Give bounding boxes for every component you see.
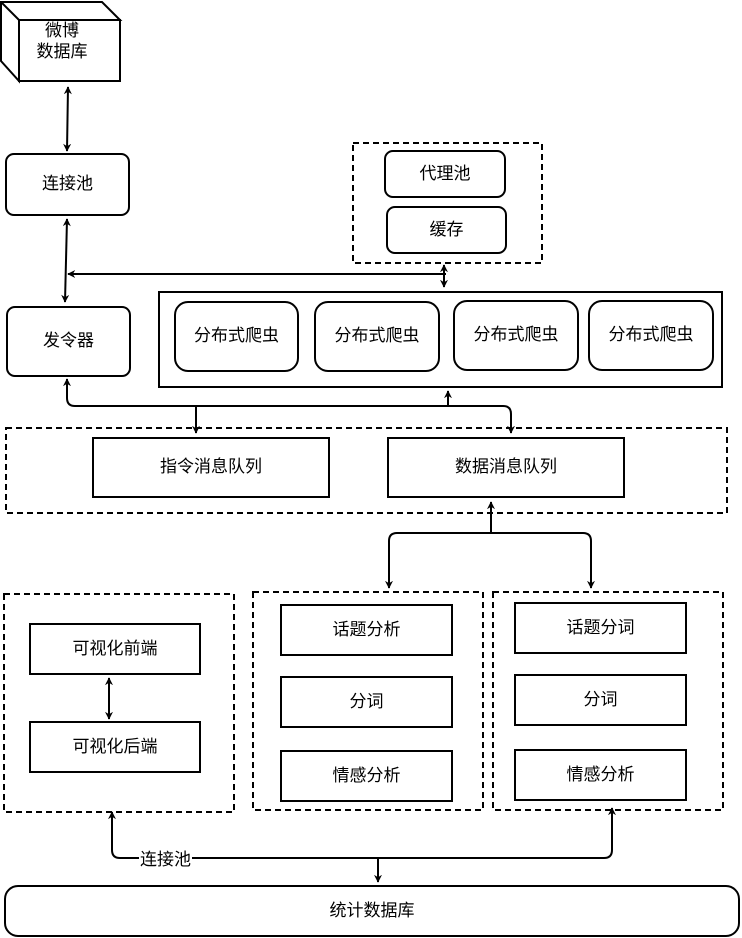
left-sentiment-analysis: 情感分析 — [280, 750, 453, 802]
crawler-node-1: 分布式爬虫 — [174, 301, 299, 372]
proxy-pool-node: 代理池 — [384, 150, 506, 198]
proxy-cache-group — [352, 142, 543, 264]
edge-db-to-pool — [63, 86, 72, 152]
edge-commander-to-queues — [63, 378, 515, 434]
cache-node: 缓存 — [386, 206, 507, 254]
data-message-queue: 数据消息队列 — [387, 437, 625, 498]
weibo-database-cube — [0, 1, 123, 84]
left-word-segmentation: 分词 — [280, 676, 453, 728]
edge-data-queue-branches — [385, 532, 595, 589]
right-word-segmentation: 分词 — [514, 674, 687, 726]
edge-pool-to-commander — [61, 218, 71, 303]
edge-stats-connection-bus — [108, 807, 616, 859]
right-sentiment-analysis: 情感分析 — [514, 749, 687, 801]
visualization-backend: 可视化后端 — [29, 721, 201, 773]
crawler-node-4: 分布式爬虫 — [588, 300, 714, 371]
visualization-frontend: 可视化前端 — [29, 623, 201, 675]
crawler-node-2: 分布式爬虫 — [314, 301, 440, 372]
connection-pool-label: 连接池 — [139, 850, 192, 870]
weibo-database-label: 微博 数据库 — [36, 21, 88, 62]
crawler-node-3: 分布式爬虫 — [453, 300, 579, 371]
connection-pool-node: 连接池 — [5, 153, 130, 216]
left-topic-analysis: 话题分析 — [280, 604, 453, 656]
statistics-database: 统计数据库 — [4, 885, 740, 937]
commander-node: 发令器 — [6, 306, 131, 377]
right-topic-segmentation: 话题分词 — [514, 602, 687, 654]
command-message-queue: 指令消息队列 — [92, 437, 330, 498]
